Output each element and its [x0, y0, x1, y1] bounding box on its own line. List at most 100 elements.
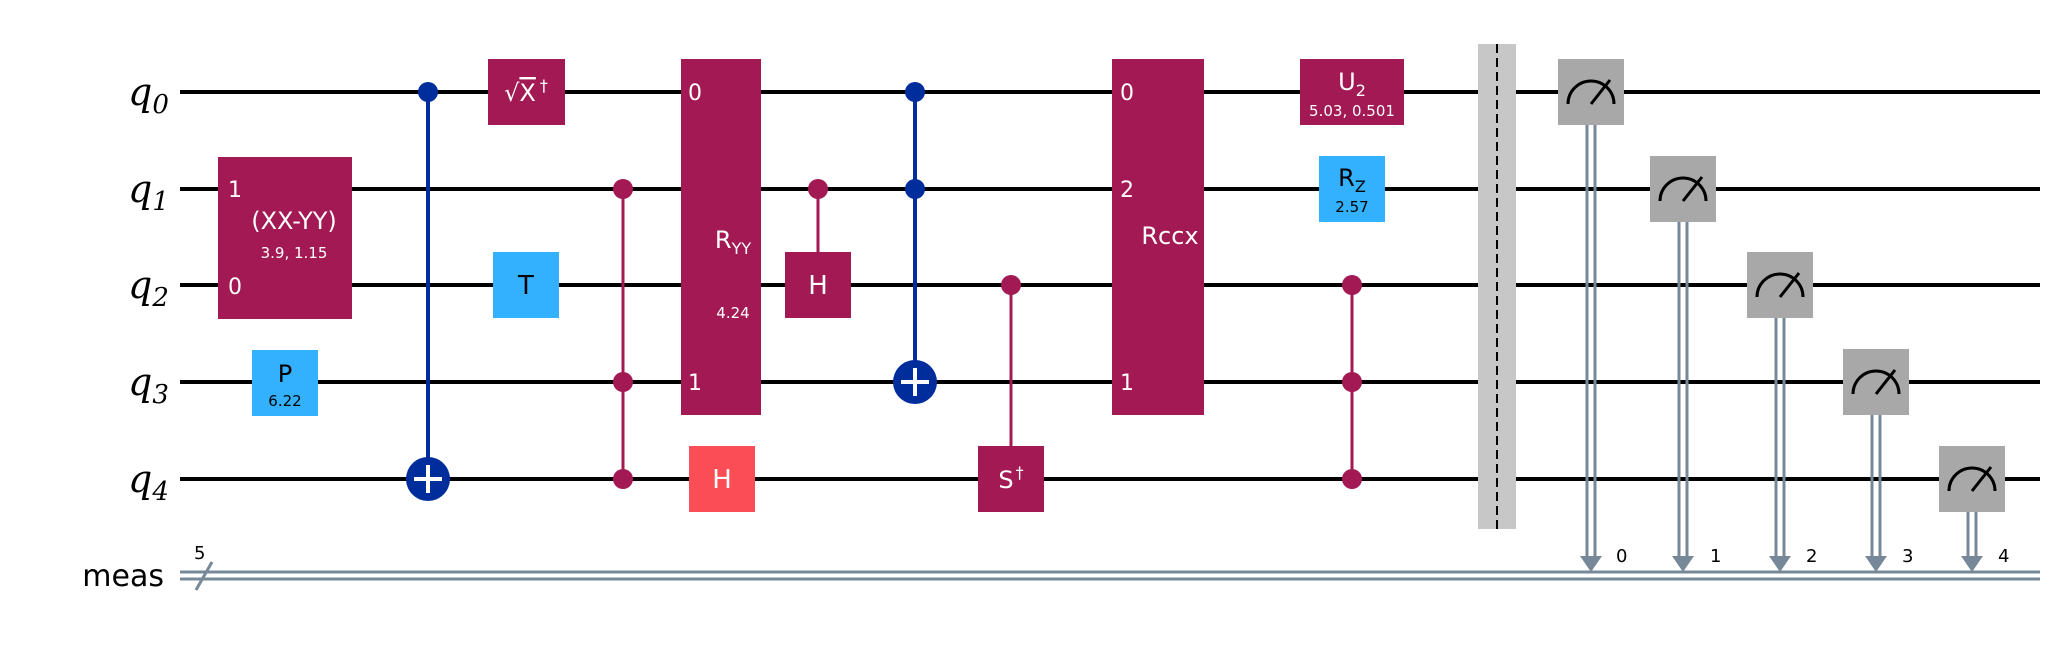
- control-dot-icon: [1342, 372, 1362, 392]
- rz-gate-label: RZ: [1338, 164, 1366, 196]
- rccx-gate-box: [1112, 59, 1204, 415]
- controlled-sdg-gate: S†: [978, 275, 1044, 512]
- qubit-label-q2: q2: [128, 263, 169, 313]
- qubit-label-q4: q4: [128, 457, 169, 507]
- control-dot-icon: [613, 469, 633, 489]
- u2-gate-params: 5.03, 0.501: [1309, 102, 1395, 120]
- ryy-gate: 0 1 RYY 4.24: [681, 59, 761, 415]
- sxdg-gate: √X†: [488, 59, 565, 125]
- classical-bit-index: 2: [1806, 546, 1817, 567]
- measure-q4: 4: [1939, 446, 2009, 572]
- sxdg-gate-box: [488, 59, 565, 125]
- t-gate: T: [493, 252, 559, 318]
- control-dot-icon: [1342, 469, 1362, 489]
- p-gate-box: [252, 350, 318, 416]
- arrow-down-icon: [1580, 556, 1602, 572]
- qubit-wires: [180, 90, 2040, 481]
- slash-icon: [194, 561, 214, 591]
- ryy-port-1: 1: [688, 371, 702, 396]
- barrier: [1478, 44, 1516, 529]
- xx-minus-yy-port-1: 1: [228, 178, 242, 203]
- xx-minus-yy-params: 3.9, 1.15: [261, 244, 328, 262]
- ryy-port-0: 0: [688, 81, 702, 106]
- sdg-gate-box: [978, 446, 1044, 512]
- sxdg-gate-label: √X†: [504, 76, 548, 107]
- measure-q0: 0: [1558, 59, 1627, 572]
- p-gate-label: P: [278, 360, 292, 388]
- rccx-gate-label: Rccx: [1141, 222, 1198, 250]
- arrow-down-icon: [1961, 556, 1983, 572]
- ccz-q1-q3-q4: [613, 179, 633, 489]
- qubit-label-q3: q3: [128, 360, 169, 410]
- rccx-gate: 0 2 1 Rccx: [1112, 59, 1204, 415]
- ryy-gate-label: RYY: [715, 226, 751, 258]
- classical-bit-index: 1: [1710, 546, 1721, 567]
- ryy-gate-box: [681, 59, 761, 415]
- ch-gate-label: H: [808, 271, 828, 301]
- h-gate-q4: H: [689, 446, 755, 512]
- measure-q3: 3: [1843, 349, 1913, 572]
- h-gate-label: H: [712, 465, 732, 495]
- t-gate-box: [493, 252, 559, 318]
- classical-register-label: meas: [82, 559, 164, 594]
- meter-icon: [1658, 176, 1708, 202]
- arrow-down-icon: [1769, 556, 1791, 572]
- control-dot-icon: [905, 179, 925, 199]
- classical-wire: [180, 570, 2040, 581]
- u2-gate-label: U2: [1338, 68, 1366, 100]
- control-dot-icon: [905, 82, 925, 102]
- measure-box: [1650, 156, 1716, 222]
- xx-minus-yy-box: [218, 157, 352, 319]
- arrow-down-icon: [1672, 556, 1694, 572]
- arrow-down-icon: [1865, 556, 1887, 572]
- measure-box: [1558, 59, 1624, 125]
- control-dot-icon: [808, 179, 828, 199]
- control-dot-icon: [418, 82, 438, 102]
- classical-register-width: 5: [194, 543, 205, 564]
- classical-bit-index: 4: [1998, 546, 2009, 567]
- control-dot-icon: [1342, 275, 1362, 295]
- p-gate: P 6.22: [252, 350, 318, 416]
- meter-icon: [1566, 79, 1616, 105]
- measure-box: [1747, 252, 1813, 318]
- sdg-gate-label: S†: [998, 463, 1023, 494]
- toffoli-q0-q1-q3: [893, 82, 937, 404]
- classical-bit-index: 3: [1902, 546, 1913, 567]
- qubit-label-q0: q0: [128, 70, 169, 120]
- p-gate-param: 6.22: [268, 392, 301, 410]
- ryy-gate-param: 4.24: [716, 304, 749, 322]
- xx-minus-yy-label: (XX-YY): [251, 207, 337, 235]
- xx-minus-yy-gate: 1 0 (XX-YY) 3.9, 1.15: [218, 157, 352, 319]
- control-dot-icon: [1001, 275, 1021, 295]
- rccx-port-2: 2: [1120, 178, 1134, 203]
- measure-box: [1843, 349, 1909, 415]
- u2-gate-box: [1300, 59, 1404, 125]
- xx-minus-yy-port-0: 0: [228, 275, 242, 300]
- ch-gate-box: [785, 252, 851, 318]
- plus-target-icon: [893, 360, 937, 404]
- meter-icon: [1947, 466, 1997, 492]
- rz-gate-param: 2.57: [1335, 198, 1368, 216]
- rz-gate: RZ 2.57: [1319, 156, 1385, 222]
- register-labels: q0 q1 q2 q3 q4 meas 5: [82, 70, 214, 594]
- measure-q2: 2: [1747, 252, 1817, 572]
- controlled-h-gate: H: [785, 179, 851, 318]
- ccz-q2-q3-q4: [1342, 275, 1362, 489]
- measure-box: [1939, 446, 2005, 512]
- meter-icon: [1851, 369, 1901, 395]
- rccx-port-1: 1: [1120, 371, 1134, 396]
- meter-icon: [1755, 272, 1805, 298]
- rccx-port-0: 0: [1120, 81, 1134, 106]
- cnot-q0-q4: [406, 82, 450, 501]
- u2-gate: U2 5.03, 0.501: [1300, 59, 1404, 125]
- t-gate-label: T: [517, 271, 534, 301]
- qubit-label-q1: q1: [128, 167, 169, 217]
- classical-bit-index: 0: [1616, 546, 1627, 567]
- plus-target-icon: [406, 457, 450, 501]
- h-gate-box: [689, 446, 755, 512]
- control-dot-icon: [613, 179, 633, 199]
- rz-gate-box: [1319, 156, 1385, 222]
- measure-q1: 1: [1650, 156, 1721, 572]
- control-dot-icon: [613, 372, 633, 392]
